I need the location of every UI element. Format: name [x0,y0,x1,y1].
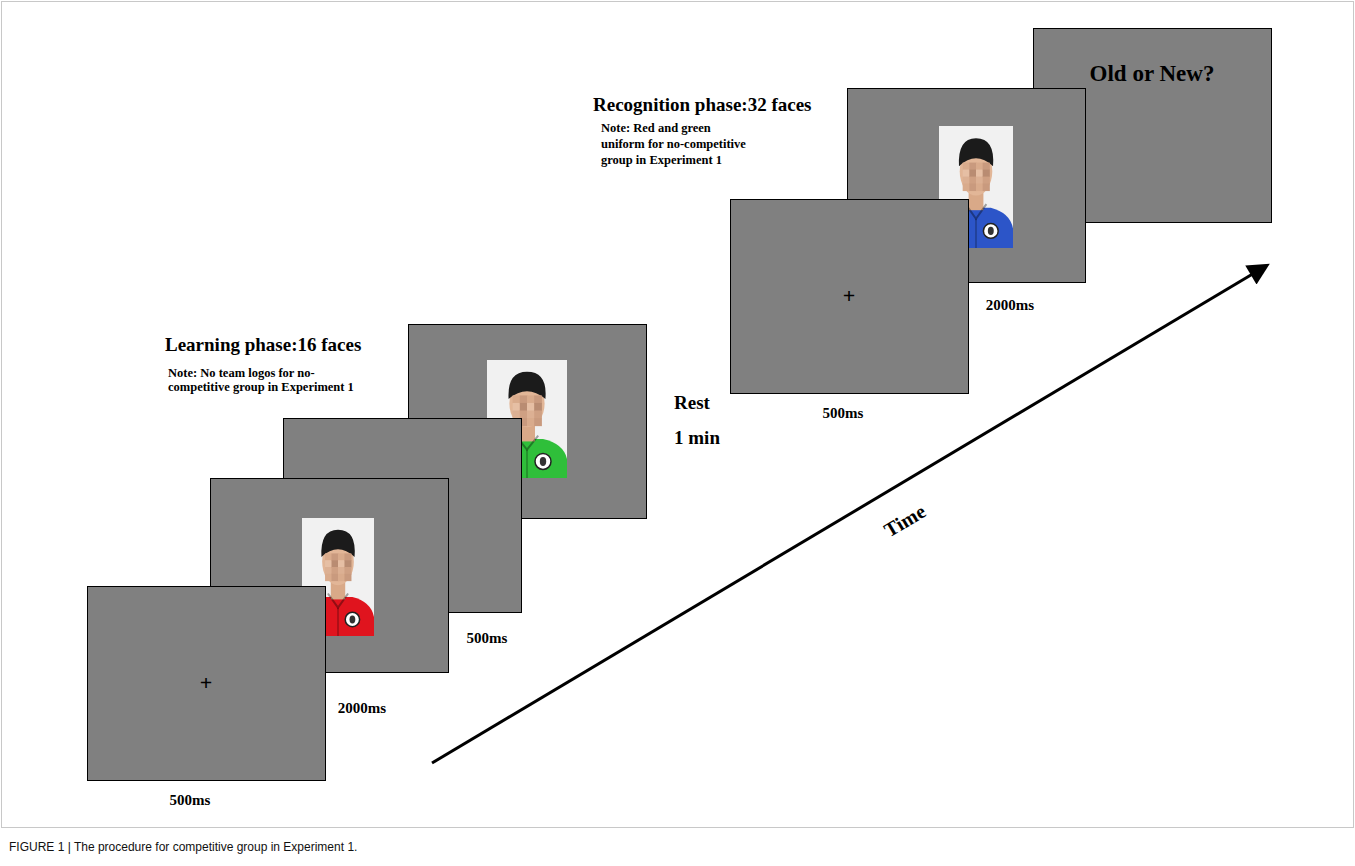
screen-frame [88,587,326,781]
duration-label: 500ms [467,630,508,647]
duration-label: 2000ms [986,297,1034,314]
time-arrow [432,266,1266,763]
fixation-cross: + [843,283,856,309]
phase-note: Note: Red and green uniform for no-compe… [601,120,751,168]
figure-frame [2,2,1354,828]
phase-heading: Learning phase:16 faces [165,334,361,356]
duration-label: 500ms [823,405,864,422]
fixation-screen: + [87,586,325,780]
duration-label: 500ms [170,792,211,809]
duration-label: 2000ms [338,700,386,717]
rest-duration: 1 min [674,427,720,449]
response-screen: Old or New? [1033,28,1271,222]
figure-caption: FIGURE 1 | The procedure for competitive… [9,840,357,854]
phase-note: Note: No team logos for no-competitive g… [168,366,368,394]
fixation-cross: + [200,670,213,696]
response-prompt: Old or New? [1090,61,1215,87]
screen-frame [731,200,969,394]
time-axis-label: Time [880,500,930,542]
rest-label: Rest [674,392,710,414]
phase-heading: Recognition phase:32 faces [593,94,811,116]
fixation-screen: + [730,199,968,393]
